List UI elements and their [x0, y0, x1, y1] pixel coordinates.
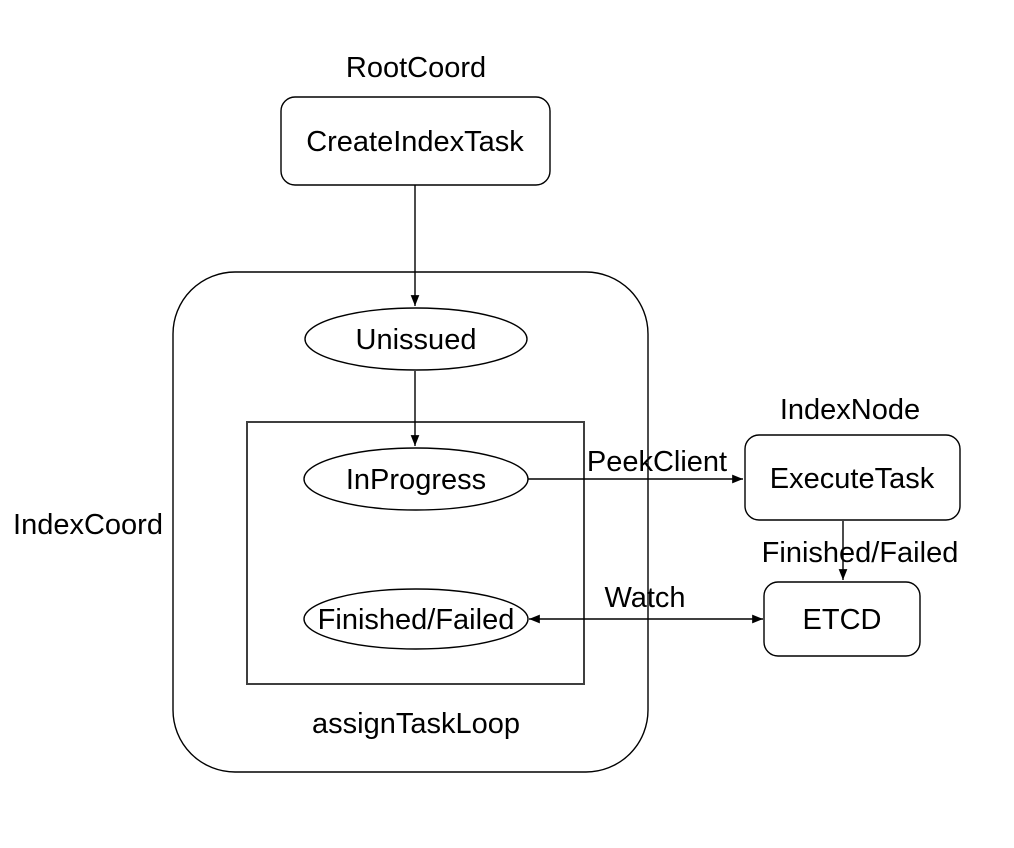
- node-execute-task: [744, 434, 961, 521]
- node-etcd: [763, 581, 921, 657]
- node-create-index-task: [280, 96, 551, 186]
- index-coord-label: IndexCoord: [13, 509, 163, 541]
- root-coord-label: RootCoord: [346, 52, 486, 84]
- peek-client-edge-label: PeekClient: [587, 446, 727, 478]
- etcd-label: ETCD: [803, 604, 882, 636]
- assign-task-loop-label: assignTaskLoop: [312, 708, 520, 740]
- node-in-progress: [303, 447, 529, 511]
- create-index-task-label: CreateIndexTask: [306, 126, 524, 158]
- in-progress-label: InProgress: [346, 464, 486, 496]
- node-finished-failed: [303, 588, 529, 650]
- index-coord-container: [172, 271, 649, 773]
- watch-edge-label: Watch: [604, 582, 685, 614]
- finished-failed-edge-label: Finished/Failed: [762, 537, 959, 569]
- node-unissued: [304, 307, 528, 371]
- execute-task-label: ExecuteTask: [770, 463, 935, 495]
- finished-failed-label: Finished/Failed: [318, 604, 515, 636]
- unissued-label: Unissued: [356, 324, 477, 356]
- index-node-label: IndexNode: [780, 394, 920, 426]
